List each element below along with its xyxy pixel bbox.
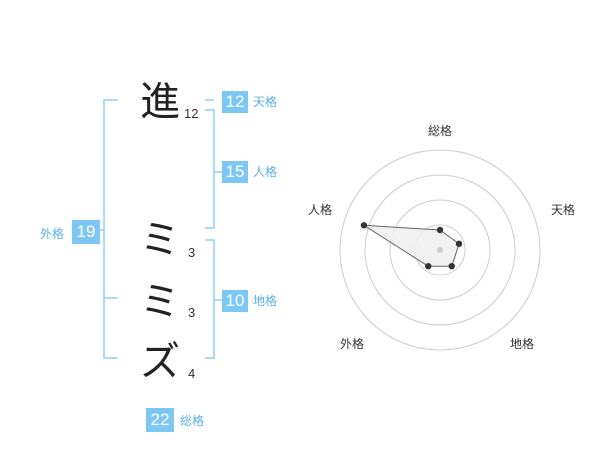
name-char-3: ミ xyxy=(140,279,180,325)
stroke-count-2: 3 xyxy=(188,245,196,260)
gaikaku-label: 外格 xyxy=(40,227,65,241)
jinkaku-value: 15 xyxy=(222,161,248,183)
radar-label-gaikaku: 外格 xyxy=(340,337,365,351)
radar-label-tenkaku: 天格 xyxy=(551,203,576,217)
name-char-1: 進 xyxy=(140,79,180,125)
stroke-count-1: 12 xyxy=(184,106,199,121)
radar-point-2 xyxy=(455,240,463,248)
radar-label-jinkaku: 人格 xyxy=(308,203,333,217)
radar-point-1 xyxy=(436,226,444,234)
radar-ring xyxy=(339,149,541,351)
jinkaku-label: 人格 xyxy=(253,165,278,179)
radar-point-4 xyxy=(425,262,432,270)
tenkaku-value: 12 xyxy=(222,91,248,113)
radar-label-soukaku: 総格 xyxy=(428,124,453,138)
name-char-4: ズ xyxy=(140,339,180,385)
soukaku-value: 22 xyxy=(146,408,174,432)
radar-label-chikaku: 地格 xyxy=(510,337,535,351)
chikaku-value: 10 xyxy=(222,290,248,312)
radar-ring xyxy=(389,199,491,301)
chikaku-label: 地格 xyxy=(253,294,278,308)
radar-point-3 xyxy=(448,262,455,270)
stroke-count-3: 3 xyxy=(188,305,196,320)
soukaku-label: 総格 xyxy=(180,414,205,428)
tenkaku-label: 天格 xyxy=(253,95,278,109)
radar-point-5 xyxy=(360,222,368,229)
gaikaku-value: 19 xyxy=(72,220,100,244)
radar-center-dot xyxy=(437,247,443,253)
radar-ring xyxy=(364,174,516,326)
radar-shape xyxy=(363,224,460,267)
stroke-count-4: 4 xyxy=(188,366,196,381)
name-char-2: ミ xyxy=(140,217,180,263)
